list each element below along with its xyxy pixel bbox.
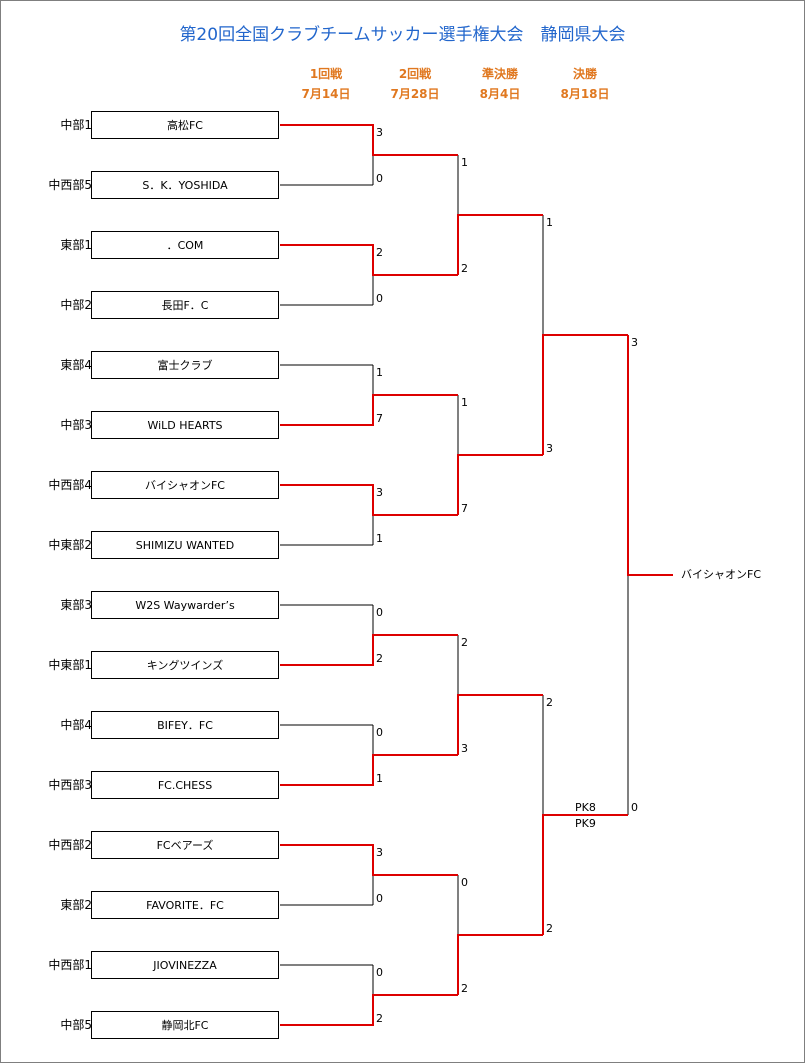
team-region: 中東部2 (48, 538, 92, 552)
team-name-box: FCベアーズ (91, 831, 279, 859)
winner-path (457, 454, 543, 515)
round-label-3: 準決勝 8月4日 (460, 64, 540, 104)
winner-path (280, 844, 458, 876)
score-round1: 0 (376, 726, 383, 739)
champion-name: バイシャオンFC (681, 568, 762, 581)
team-name-box: FC.CHESS (91, 771, 279, 799)
team-name-box: 長田F．C (91, 291, 279, 319)
round-label-1: 1回戦 7月14日 (286, 64, 366, 104)
score-round1: 0 (376, 606, 383, 619)
team-name-box: S．K．YOSHIDA (91, 171, 279, 199)
score-round1: 3 (376, 846, 383, 859)
team-region: 中部5 (60, 1018, 92, 1032)
team-name-box: JIOVINEZZA (91, 951, 279, 979)
round-name: 準決勝 (481, 67, 518, 81)
pk-score: PK8 (575, 801, 596, 814)
team-name-box: バイシャオンFC (91, 471, 279, 499)
score-round1: 0 (376, 292, 383, 305)
winner-path (457, 214, 543, 275)
score-semifinal: 1 (546, 216, 553, 229)
score-round1: 1 (376, 366, 383, 379)
winner-path (542, 334, 628, 455)
team-region: 中東部1 (48, 658, 92, 672)
round-date: 7月28日 (390, 87, 440, 101)
team-region: 中部3 (60, 418, 92, 432)
winner-path (457, 934, 543, 995)
round-date: 7月14日 (301, 87, 351, 101)
score-round2: 7 (461, 502, 468, 515)
score-round2: 2 (461, 262, 468, 275)
round-label-2: 2回戦 7月28日 (375, 64, 455, 104)
score-round1: 1 (376, 532, 383, 545)
winner-path (280, 754, 458, 786)
team-name-box: BIFEY．FC (91, 711, 279, 739)
winner-path (280, 484, 458, 516)
winner-path (627, 335, 673, 576)
winner-path (457, 694, 543, 755)
score-round2: 1 (461, 396, 468, 409)
winner-path (280, 394, 458, 426)
score-round1: 3 (376, 486, 383, 499)
round-date: 8月4日 (479, 87, 521, 101)
team-region: 中西部2 (48, 838, 92, 852)
score-semifinal: 3 (546, 442, 553, 455)
team-region: 中部4 (60, 718, 92, 732)
team-region: 中部1 (60, 118, 92, 132)
team-name-box: キングツインズ (91, 651, 279, 679)
score-round1: 3 (376, 126, 383, 139)
team-name-box: 静岡北FC (91, 1011, 279, 1039)
score-round1: 0 (376, 892, 383, 905)
team-region: 中西部4 (48, 478, 92, 492)
winner-path (280, 124, 458, 156)
winner-path (542, 814, 628, 935)
winner-path (280, 634, 458, 666)
team-region: 中部2 (60, 298, 92, 312)
round-name: 1回戦 (309, 67, 343, 81)
score-semifinal: 2 (546, 696, 553, 709)
team-region: 東部3 (60, 598, 92, 612)
winner-path (280, 244, 458, 276)
team-name-box: 富士クラブ (91, 351, 279, 379)
score-round1: 7 (376, 412, 383, 425)
team-region: 中西部5 (48, 178, 92, 192)
team-name-box: WiLD HEARTS (91, 411, 279, 439)
score-final: 0 (631, 801, 638, 814)
team-name-box: W2S Waywarder’s (91, 591, 279, 619)
round-date: 8月18日 (560, 87, 610, 101)
round-name: 2回戦 (398, 67, 432, 81)
score-semifinal: 2 (546, 922, 553, 935)
team-region: 中西部1 (48, 958, 92, 972)
score-round1: 2 (376, 652, 383, 665)
team-region: 中西部3 (48, 778, 92, 792)
score-round2: 2 (461, 636, 468, 649)
score-round1: 0 (376, 966, 383, 979)
score-round2: 1 (461, 156, 468, 169)
winner-path (280, 994, 458, 1026)
round-label-4: 決勝 8月18日 (545, 64, 625, 104)
score-round2: 2 (461, 982, 468, 995)
round-name: 決勝 (572, 67, 597, 81)
team-region: 東部1 (60, 238, 92, 252)
team-name-box: 高松FC (91, 111, 279, 139)
score-final: 3 (631, 336, 638, 349)
page-title: 第20回全国クラブチームサッカー選手権大会 静岡県大会 (179, 25, 626, 45)
score-round1: 1 (376, 772, 383, 785)
score-round2: 3 (461, 742, 468, 755)
score-round2: 0 (461, 876, 468, 889)
team-region: 東部4 (60, 358, 92, 372)
score-round1: 0 (376, 172, 383, 185)
pk-score: PK9 (575, 817, 596, 830)
score-round1: 2 (376, 246, 383, 259)
team-name-box: SHIMIZU WANTED (91, 531, 279, 559)
team-name-box: ．COM (91, 231, 279, 259)
team-region: 東部2 (60, 898, 92, 912)
score-round1: 2 (376, 1012, 383, 1025)
team-name-box: FAVORITE．FC (91, 891, 279, 919)
